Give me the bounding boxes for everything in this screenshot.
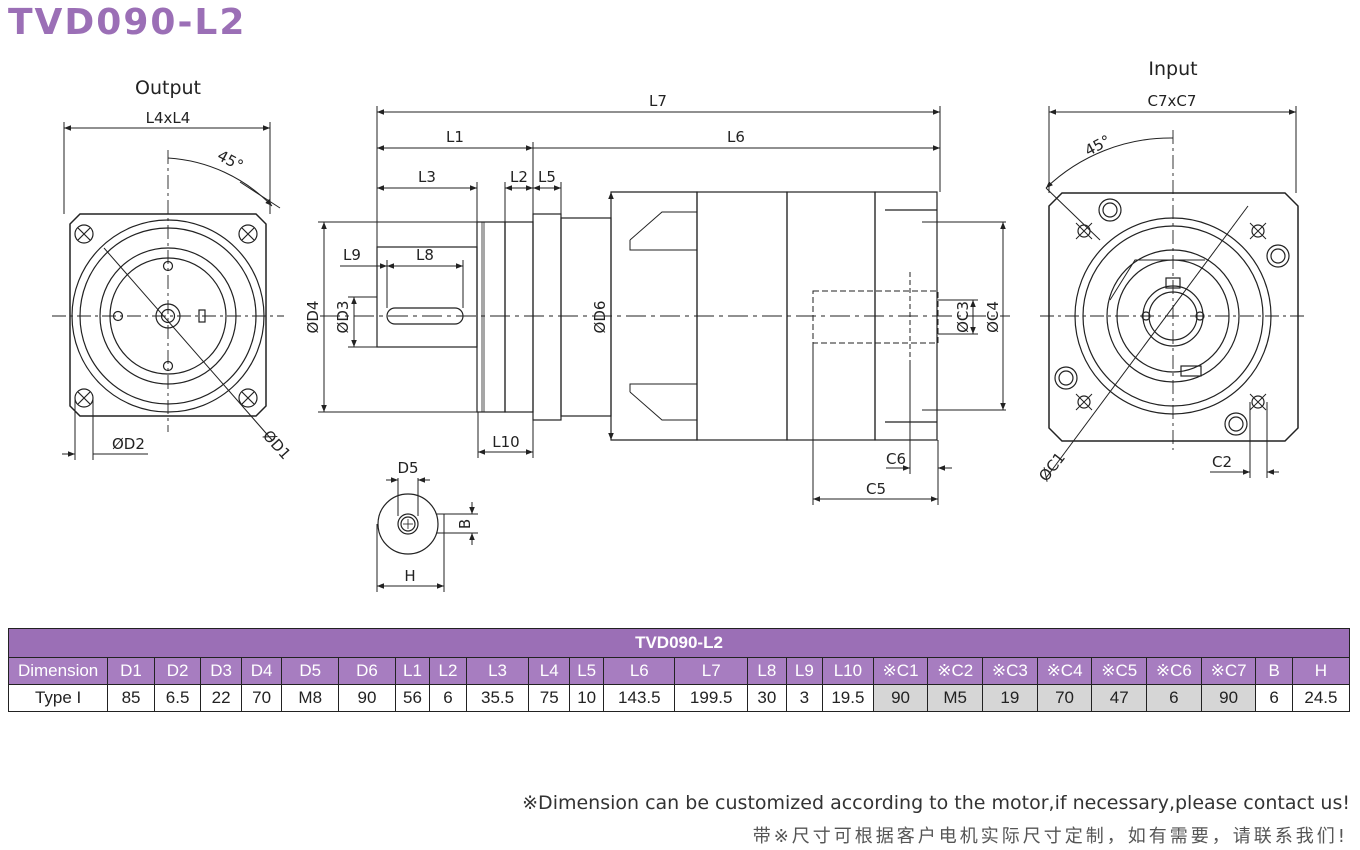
table-cell: 22 xyxy=(200,684,242,712)
header-cell: D5 xyxy=(281,657,340,685)
table-cell: M8 xyxy=(281,684,340,712)
table-row: Type I 85 6.5 22 70 M8 90 56 6 35.5 75 1… xyxy=(7,684,1351,712)
dim-L7: L7 xyxy=(649,92,667,110)
dim-L5: L5 xyxy=(538,168,556,186)
input-label: Input xyxy=(1148,58,1197,80)
table-cell: 70 xyxy=(240,684,283,712)
dim-L2: L2 xyxy=(510,168,528,186)
dim-C3: ØC3 xyxy=(954,301,972,333)
header-cell: ※C1 xyxy=(872,657,929,685)
dim-L8: L8 xyxy=(416,246,434,264)
header-cell: L6 xyxy=(603,657,676,685)
dim-D5: D5 xyxy=(397,459,418,477)
header-cell: L3 xyxy=(465,657,530,685)
table-cell: 10 xyxy=(568,684,605,712)
dim-D3: ØD3 xyxy=(334,301,352,334)
header-cell: L1 xyxy=(394,657,431,685)
dim-L1: L1 xyxy=(446,128,464,146)
header-cell: Dimension xyxy=(7,657,109,685)
dim-angle-input: 45° xyxy=(1082,131,1114,159)
header-cell: L5 xyxy=(568,657,605,685)
dim-C4: ØC4 xyxy=(984,301,1002,333)
table-cell-optional: 6 xyxy=(1146,684,1202,712)
table-caption: TVD090-L2 xyxy=(8,628,1350,658)
table-cell: 6.5 xyxy=(153,684,202,712)
spec-table: TVD090-L2 Dimension D1 D2 D3 D4 D5 D6 L1… xyxy=(7,628,1351,712)
dim-L3: L3 xyxy=(418,168,436,186)
header-cell: ※C6 xyxy=(1146,657,1202,685)
dim-L10: L10 xyxy=(492,433,519,451)
input-flange-view: Input xyxy=(1040,58,1305,479)
header-cell: L9 xyxy=(785,657,824,685)
output-flange-view: Output xyxy=(52,77,284,460)
header-cell: L7 xyxy=(674,657,749,685)
header-cell: L4 xyxy=(528,657,570,685)
table-cell-optional: 19 xyxy=(982,684,1038,712)
table-cell: 199.5 xyxy=(674,684,749,712)
output-label: Output xyxy=(135,77,201,99)
header-cell: L10 xyxy=(822,657,874,685)
technical-drawing: Output L4xL4 45° ØD2 ØD1 xyxy=(52,58,1305,592)
dim-C2: C2 xyxy=(1212,453,1232,471)
product-title: TVD090-L2 xyxy=(8,2,247,43)
header-cell: ※C5 xyxy=(1091,657,1148,685)
table-cell: 35.5 xyxy=(465,684,530,712)
table-cell-optional: 70 xyxy=(1036,684,1093,712)
header-cell: ※C2 xyxy=(927,657,984,685)
table-cell: 143.5 xyxy=(603,684,676,712)
dim-D4: ØD4 xyxy=(304,301,322,334)
header-cell: H xyxy=(1291,657,1351,685)
table-cell-optional: 90 xyxy=(872,684,929,712)
dim-C7xC7: C7xC7 xyxy=(1148,92,1197,110)
table-cell: 30 xyxy=(747,684,787,712)
header-cell: L8 xyxy=(747,657,787,685)
header-cell: D2 xyxy=(153,657,202,685)
table-cell: 75 xyxy=(528,684,570,712)
dim-L9: L9 xyxy=(343,246,361,264)
header-cell: D1 xyxy=(107,657,155,685)
custom-note-chinese: 带※尺寸可根据客户电机实际尺寸定制，如有需要，请联系我们! xyxy=(752,826,1348,847)
table-header-row: Dimension D1 D2 D3 D4 D5 D6 L1 L2 L3 L4 … xyxy=(7,657,1351,685)
table-cell-optional: 90 xyxy=(1200,684,1257,712)
dim-C6: C6 xyxy=(886,450,906,468)
table-cell: 19.5 xyxy=(822,684,874,712)
dim-H: H xyxy=(404,567,415,585)
dim-C5: C5 xyxy=(866,480,886,498)
table-cell: 24.5 xyxy=(1291,684,1351,712)
table-cell: 6 xyxy=(1255,684,1293,712)
dim-B: B xyxy=(456,519,474,529)
table-cell: 85 xyxy=(107,684,155,712)
dim-D6: ØD6 xyxy=(591,301,609,334)
dim-D1: ØD1 xyxy=(259,427,294,463)
dim-D2: ØD2 xyxy=(112,435,145,453)
key-section-view xyxy=(376,477,478,592)
header-cell: L2 xyxy=(429,657,467,685)
table-cell: 6 xyxy=(429,684,467,712)
dim-L6: L6 xyxy=(727,128,745,146)
table-cell-optional: 47 xyxy=(1091,684,1148,712)
table-cell: 90 xyxy=(338,684,396,712)
header-cell: ※C7 xyxy=(1200,657,1257,685)
header-cell: D3 xyxy=(200,657,242,685)
header-cell: ※C3 xyxy=(982,657,1038,685)
side-view xyxy=(318,106,1010,505)
table-cell: 3 xyxy=(785,684,824,712)
header-cell: D6 xyxy=(338,657,396,685)
header-cell: B xyxy=(1255,657,1293,685)
header-cell: ※C4 xyxy=(1036,657,1093,685)
dim-L4xL4: L4xL4 xyxy=(146,109,191,127)
dim-angle-output: 45° xyxy=(214,146,246,174)
table-cell: Type I xyxy=(7,684,109,712)
header-cell: D4 xyxy=(240,657,283,685)
table-caption-row: TVD090-L2 xyxy=(8,628,1350,658)
table-cell-optional: M5 xyxy=(927,684,984,712)
custom-note-english: ※Dimension can be customized according t… xyxy=(522,792,1350,814)
table-cell: 56 xyxy=(394,684,431,712)
